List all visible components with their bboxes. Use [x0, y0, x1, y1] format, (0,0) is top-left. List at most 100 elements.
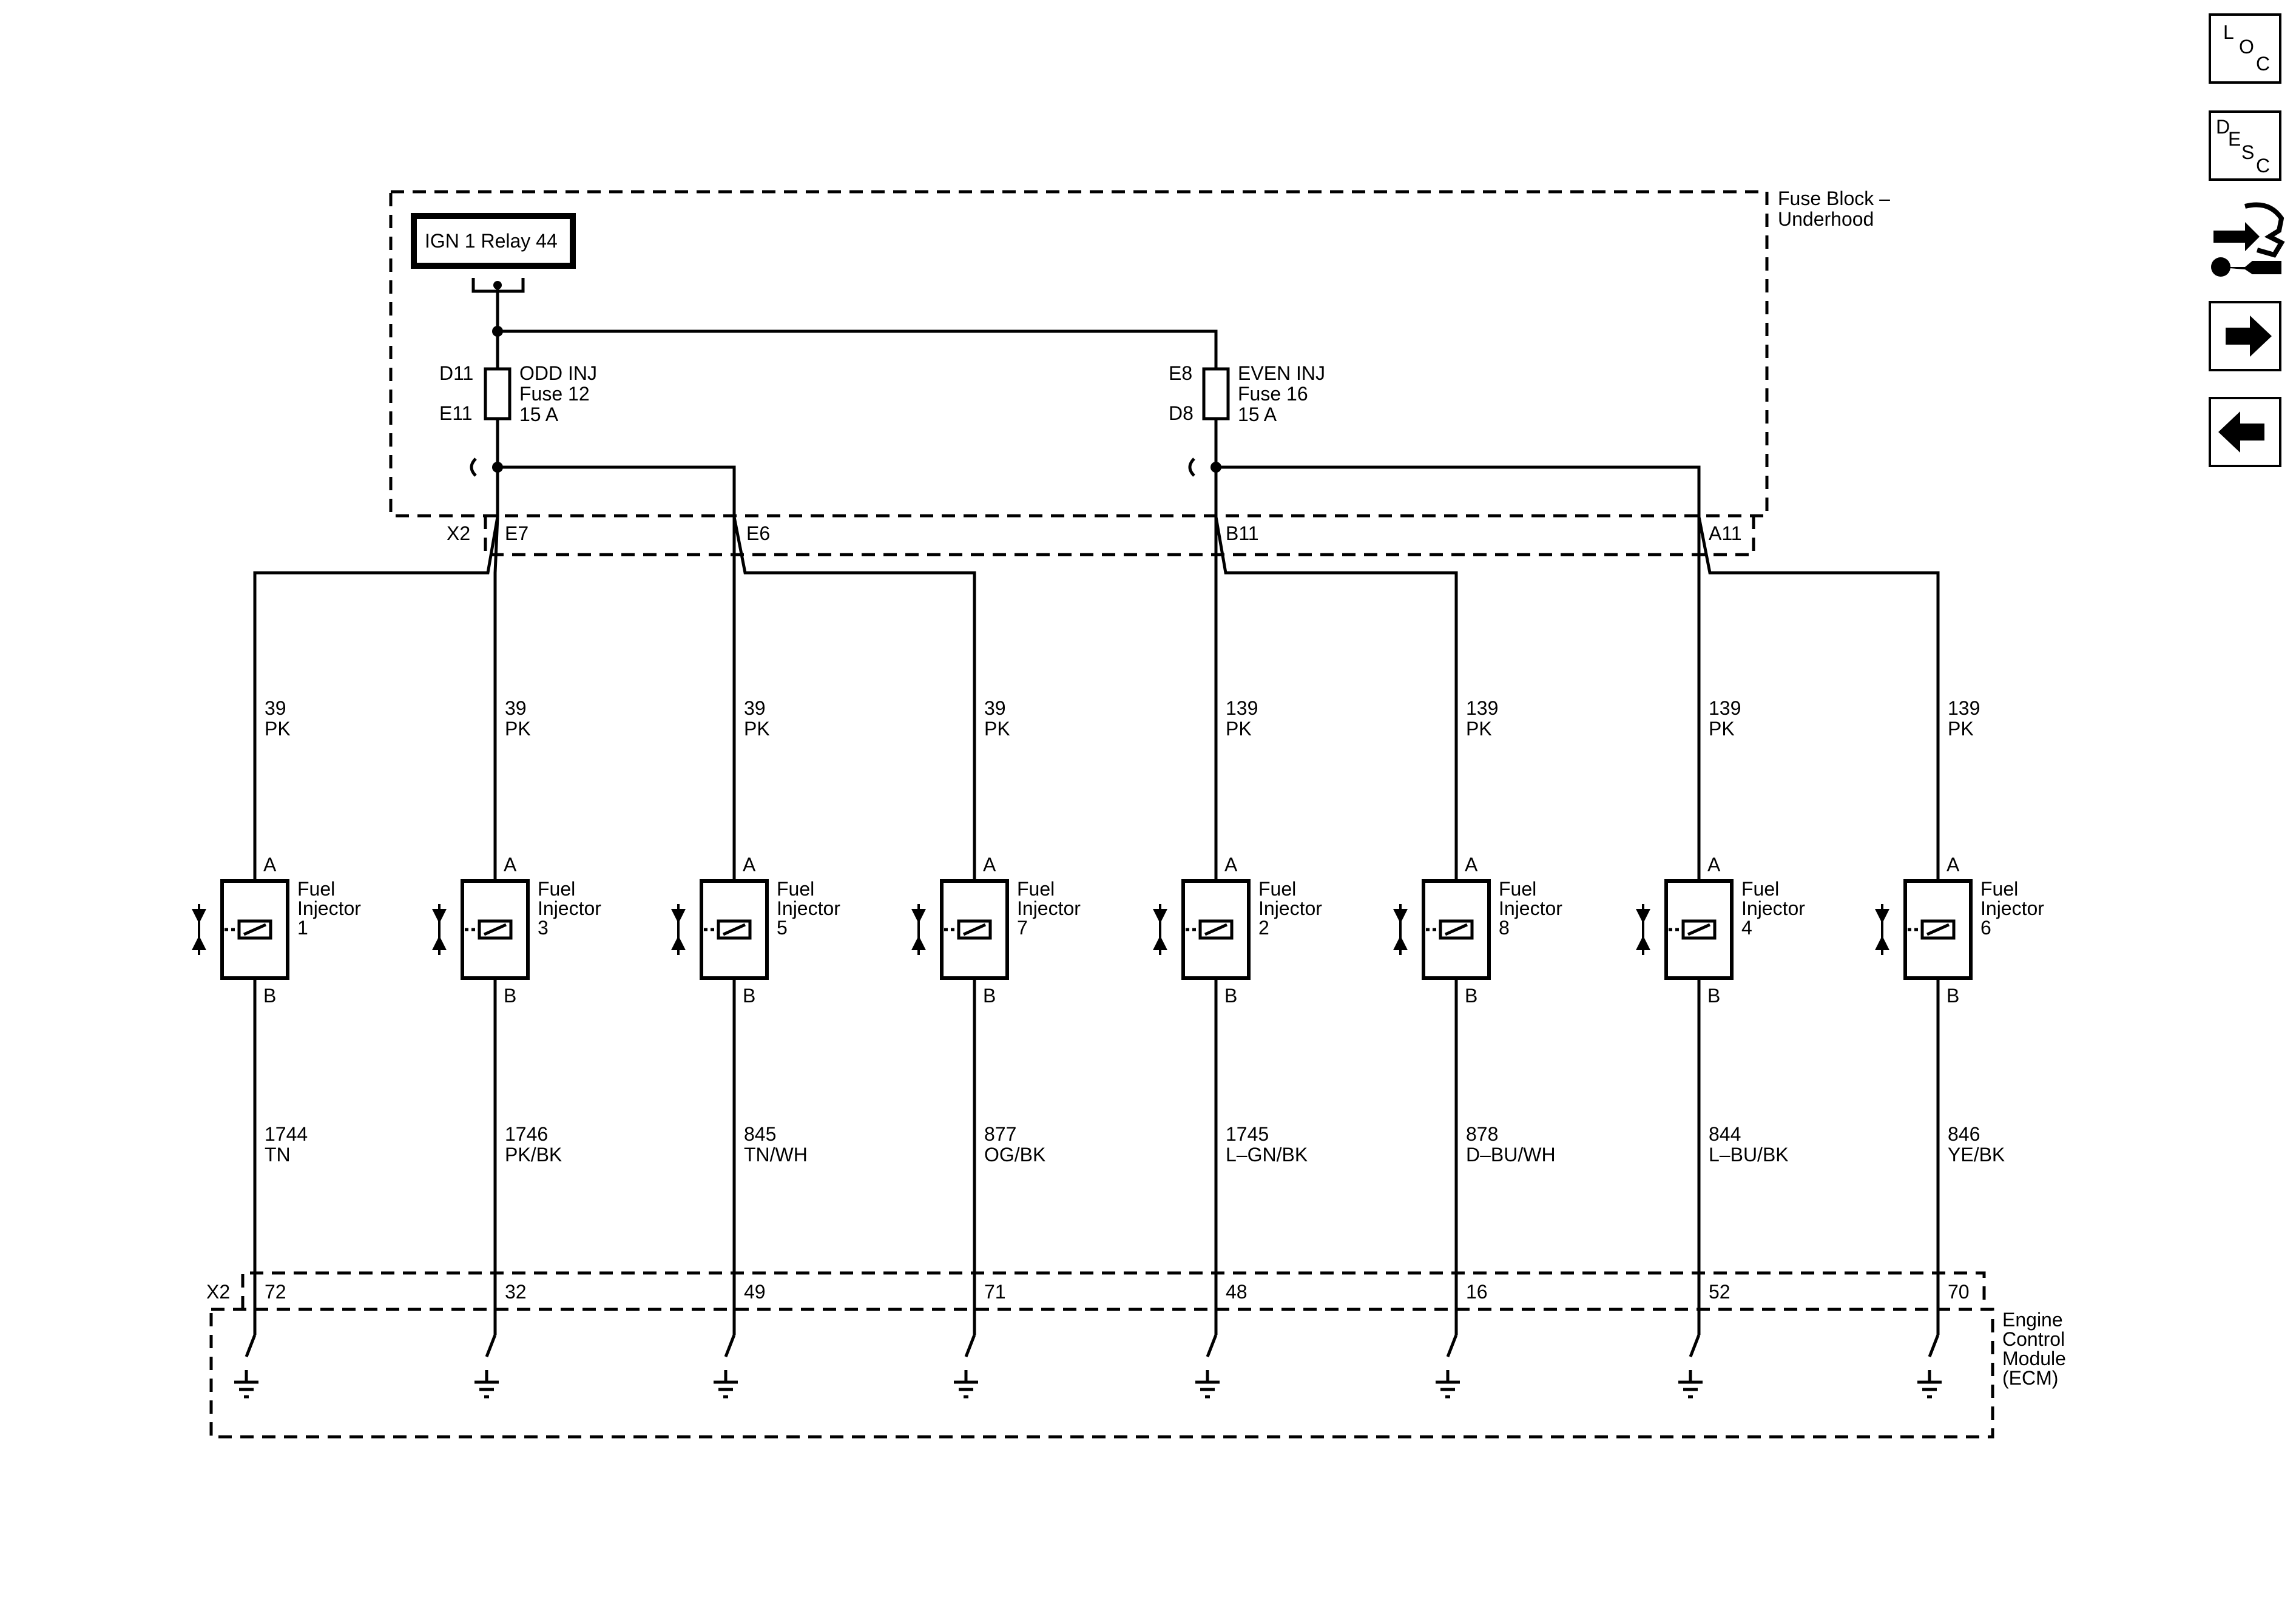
driver-switch [1928, 1334, 1940, 1357]
injector-valve-arrows-icon [432, 909, 447, 950]
odd-splice-break [470, 457, 477, 477]
pin-b11: B11 [1226, 522, 1259, 544]
control-color: OG/BK [984, 1144, 1045, 1166]
ecm-label-3: Module [2002, 1348, 2066, 1369]
connector-tool-icon[interactable] [2211, 202, 2285, 277]
fuse-block-boundary [389, 190, 1769, 518]
desc-c: C [2256, 155, 2270, 177]
coil-slash [1687, 923, 1711, 936]
supply-circuit: 39 [265, 697, 286, 719]
ecm-x2-connector [241, 1271, 1986, 1309]
control-circuit: 1744 [265, 1123, 308, 1145]
bus-splice [492, 326, 503, 337]
control-color: D–BU/WH [1466, 1144, 1556, 1166]
coil-slash [1926, 923, 1950, 936]
ecm-pin: 71 [984, 1281, 1006, 1303]
control-color: PK/BK [505, 1144, 562, 1166]
injector-number: 2 [1258, 917, 1269, 939]
ecm-connector-label: X2 [206, 1281, 230, 1303]
desc-d: D [2216, 116, 2230, 138]
ecm-pin: 70 [1948, 1281, 1970, 1303]
coil-slash [243, 923, 267, 936]
loc-button[interactable]: L O C [2209, 13, 2281, 84]
supply-circuit: 39 [744, 697, 766, 719]
supply-color: PK [505, 718, 531, 740]
injector-label-2: Injector [297, 897, 361, 919]
injector-label-1: Fuel [1741, 878, 1779, 900]
control-color: L–GN/BK [1226, 1144, 1308, 1166]
odd-fuse-name: ODD INJ [519, 362, 597, 384]
injector-layer: 39PKAFuelInjector1B1744TN7239PKAFuelInje… [192, 697, 2044, 1399]
control-color: L–BU/BK [1709, 1144, 1789, 1166]
pin-a: A [983, 854, 996, 876]
ecm-pin: 48 [1226, 1281, 1248, 1303]
coil-slash [962, 923, 987, 936]
injector-valve-arrows-icon [1875, 909, 1889, 950]
ground-icon [1195, 1380, 1220, 1399]
injector-number: 6 [1980, 917, 1991, 939]
loc-c: C [2256, 53, 2270, 75]
ecm-pin: 16 [1466, 1281, 1488, 1303]
branch-wire-2 [493, 516, 499, 880]
odd-fuse-bottom-pin: E11 [439, 402, 473, 424]
injector-number: 3 [538, 917, 549, 939]
coil-slash [1444, 923, 1468, 936]
branch-wire-4 [732, 516, 976, 880]
coil-slash [483, 923, 507, 936]
ecm-label-2: Control [2002, 1328, 2065, 1350]
fuse-supply-bus [498, 329, 1218, 369]
injector-label-1: Fuel [777, 878, 814, 900]
arrow-left-icon[interactable] [2209, 397, 2281, 467]
branch-wire-6 [1214, 516, 1458, 880]
even-output-bus [1214, 419, 1701, 517]
ground-icon [714, 1380, 738, 1399]
pin-b: B [1465, 985, 1477, 1007]
driver-switch [1206, 1334, 1218, 1357]
control-circuit: 845 [744, 1123, 776, 1145]
injector-label-2: Injector [1980, 897, 2044, 919]
driver-switch [1446, 1334, 1458, 1357]
injector-number: 8 [1499, 917, 1510, 939]
control-color: TN [265, 1144, 291, 1166]
supply-circuit: 39 [984, 697, 1006, 719]
pin-b: B [1224, 985, 1237, 1007]
supply-color: PK [1226, 718, 1252, 740]
even-fuse-bottom-pin: D8 [1169, 402, 1194, 424]
ign1-relay-label: IGN 1 Relay 44 [425, 230, 558, 252]
injector-label-1: Fuel [1980, 878, 2018, 900]
even-fuse-name: EVEN INJ [1238, 362, 1325, 384]
desc-button[interactable]: D E S C [2209, 110, 2281, 181]
fuse-block-x2-connector [484, 516, 1755, 556]
pin-e6: E6 [746, 522, 770, 544]
injector-label-2: Injector [1499, 897, 1562, 919]
pin-a: A [1465, 854, 1478, 876]
ground-icon [954, 1380, 978, 1399]
injector-valve-arrows-icon [192, 909, 206, 950]
ecm-pin: 49 [744, 1281, 766, 1303]
ecm-pin: 32 [505, 1281, 527, 1303]
injector-valve-arrows-icon [1153, 909, 1167, 950]
injector-label-1: Fuel [1499, 878, 1536, 900]
even-fuse-number: Fuse 16 [1238, 383, 1308, 405]
ground-icon [234, 1380, 258, 1399]
injector-label-1: Fuel [1017, 878, 1055, 900]
even-inj-fuse [1202, 367, 1230, 420]
arrow-right-icon[interactable] [2209, 301, 2281, 371]
supply-circuit: 139 [1466, 697, 1498, 719]
supply-circuit: 139 [1226, 697, 1258, 719]
pin-a11: A11 [1709, 522, 1742, 544]
injector-label-1: Fuel [297, 878, 335, 900]
fuse-block-connector-label: X2 [447, 522, 470, 544]
injector-label-1: Fuel [538, 878, 575, 900]
pin-a: A [1224, 854, 1238, 876]
fuse-block-label-2: Underhood [1778, 208, 1874, 230]
odd-fuse-rating: 15 A [519, 403, 559, 425]
supply-circuit: 39 [505, 697, 527, 719]
